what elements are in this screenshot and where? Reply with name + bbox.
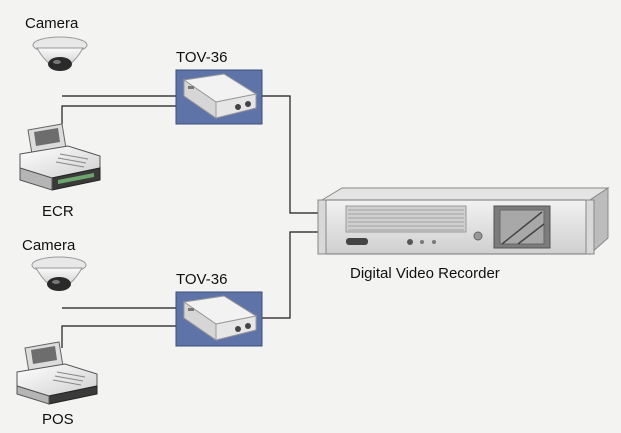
tov-bottom-label: TOV-36: [176, 271, 227, 288]
camera-top-label: Camera: [25, 15, 79, 32]
wire-tov-bottom-to-dvr: [262, 231, 322, 319]
dvr-label: Digital Video Recorder: [350, 265, 500, 282]
wire-tov-top-to-dvr: [262, 95, 322, 214]
cash-register-icon: [19, 123, 101, 191]
pos-label: POS: [42, 411, 74, 428]
wires: [61, 95, 322, 348]
wire-ecr-top-to-tov: [61, 105, 176, 128]
cash-register-icon: [16, 341, 98, 405]
rack-recorder-icon: [317, 187, 610, 256]
dome-camera-icon: [31, 256, 87, 291]
converter-box-icon: [175, 69, 263, 125]
ecr-label: ECR: [42, 203, 74, 220]
wire-pos-bottom-to-tov: [61, 325, 176, 348]
tov-top-label: TOV-36: [176, 49, 227, 66]
dome-camera-icon: [32, 36, 88, 71]
converter-box-icon: [175, 291, 263, 347]
camera-bottom-label: Camera: [22, 237, 76, 254]
